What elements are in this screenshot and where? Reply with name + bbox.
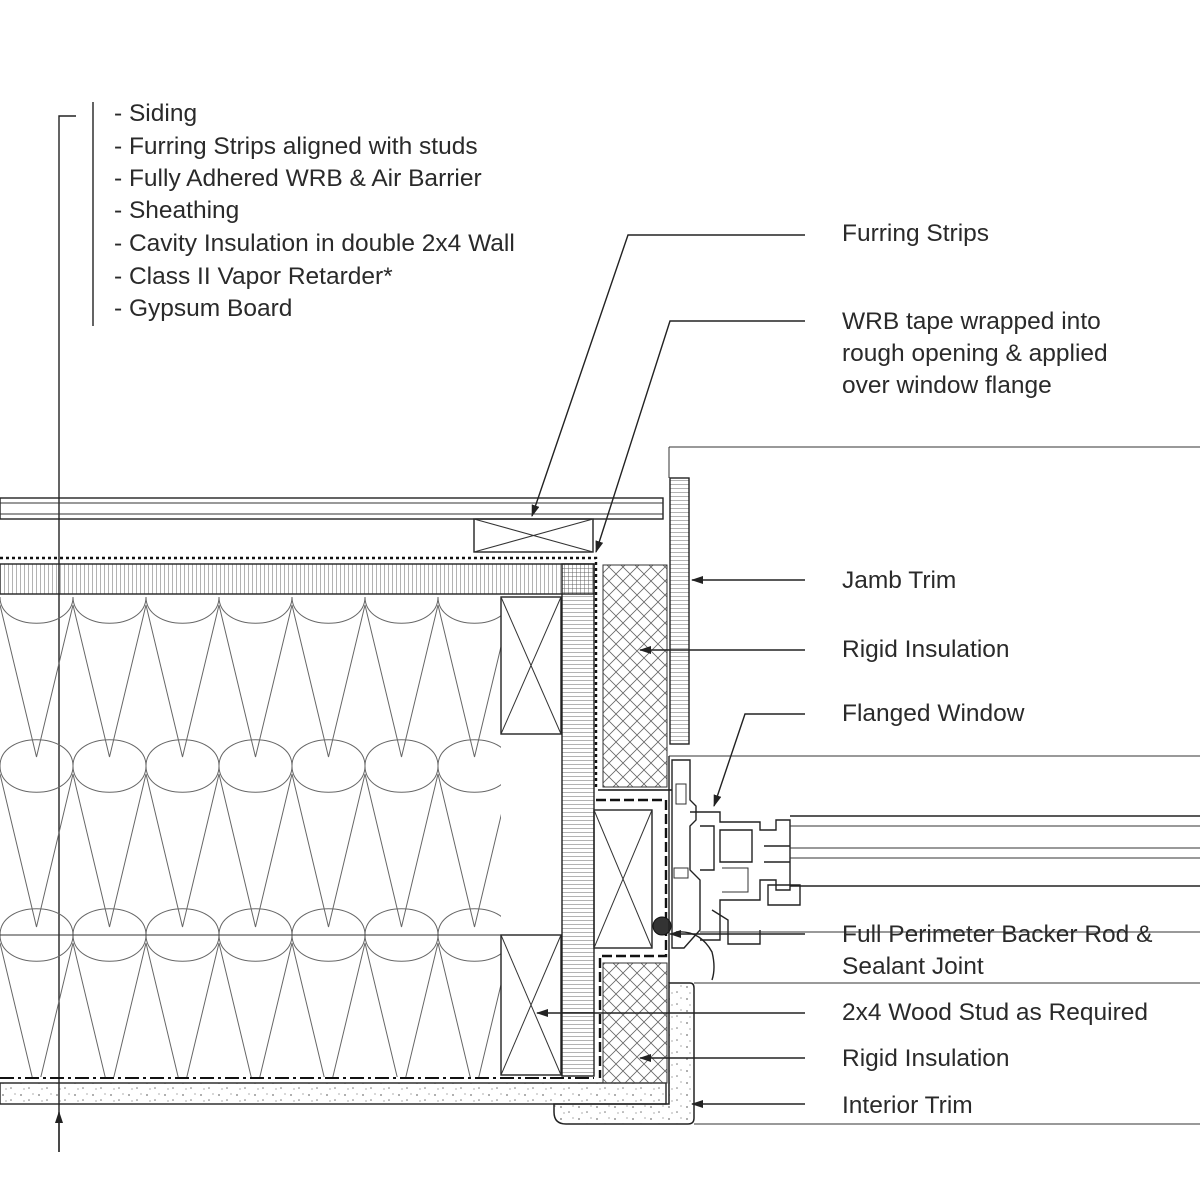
- label-backer-rod-2: Sealant Joint: [842, 953, 984, 980]
- flanged-window: [668, 755, 1200, 1125]
- wrb-tape-wrap: [596, 798, 668, 1078]
- label-furring-strips: Furring Strips: [842, 220, 989, 247]
- leader-wrb-tape: [595, 320, 805, 553]
- layer-sheathing: - Sheathing: [114, 197, 239, 224]
- label-backer-rod-1: Full Perimeter Backer Rod &: [842, 921, 1152, 948]
- label-flanged-window: Flanged Window: [842, 700, 1025, 727]
- wall-stud-upper: [500, 596, 562, 735]
- label-wrb-tape-3: over window flange: [842, 372, 1052, 399]
- wall-stud-lower: [500, 934, 562, 1076]
- layer-vapor-retarder: - Class II Vapor Retarder*: [114, 263, 393, 290]
- interior-trim: [553, 982, 695, 1125]
- furring-strip: [473, 518, 594, 553]
- siding-board: [0, 497, 664, 520]
- leader-furring-strips: [531, 234, 805, 517]
- label-rigid-insulation-top: Rigid Insulation: [842, 636, 1010, 663]
- layer-wrb: - Fully Adhered WRB & Air Barrier: [114, 165, 482, 192]
- label-wrb-tape-1: WRB tape wrapped into: [842, 308, 1101, 335]
- rigid-insulation-lower: [602, 962, 668, 1084]
- sheathing-vertical: [561, 563, 595, 1077]
- cavity-insulation: [0, 597, 501, 1077]
- label-wrb-tape-2: rough opening & applied: [842, 340, 1108, 367]
- wrb-air-barrier: [0, 556, 598, 790]
- rough-opening-stud: [593, 809, 653, 949]
- backer-rod: [652, 916, 672, 936]
- sheathing-horizontal: [0, 563, 595, 595]
- label-interior-trim: Interior Trim: [842, 1092, 973, 1119]
- label-rigid-insulation-bottom: Rigid Insulation: [842, 1045, 1010, 1072]
- gypsum-board: [0, 1082, 667, 1105]
- jamb-trim: [669, 477, 690, 745]
- layer-furring-strips: - Furring Strips aligned with studs: [114, 133, 478, 160]
- rigid-insulation-upper: [602, 564, 668, 788]
- label-wood-stud: 2x4 Wood Stud as Required: [842, 999, 1148, 1026]
- layer-gypsum-board: - Gypsum Board: [114, 295, 292, 322]
- leader-flanged-window: [713, 713, 805, 807]
- layer-siding: - Siding: [114, 100, 197, 127]
- label-jamb-trim: Jamb Trim: [842, 567, 956, 594]
- layer-cavity-insulation: - Cavity Insulation in double 2x4 Wall: [114, 230, 515, 257]
